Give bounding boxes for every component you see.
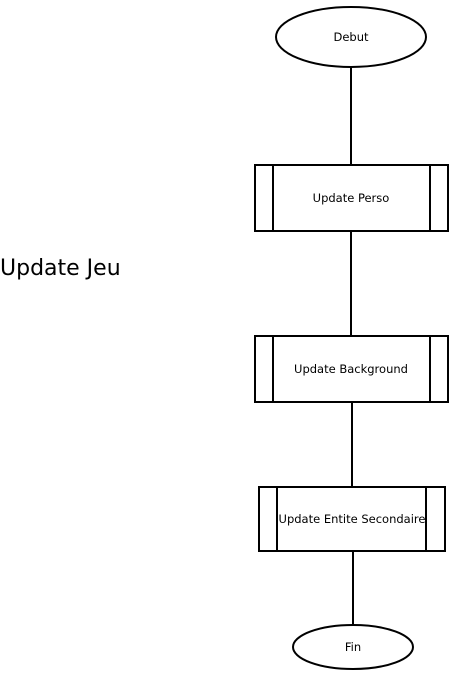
step-update-background-box <box>254 335 449 403</box>
diagram-title: Update Jeu <box>0 256 121 281</box>
start-label: Debut <box>333 30 369 44</box>
end-label: Fin <box>345 640 361 654</box>
end-terminator-shape <box>292 624 414 670</box>
step-update-entite-secondaire: Update Entite Secondaire <box>258 486 446 552</box>
step-update-background-label: Update Background <box>294 362 408 376</box>
start-node: Debut <box>275 6 427 68</box>
step-update-entite-secondaire-box <box>258 486 446 552</box>
step-update-background: Update Background <box>254 335 449 403</box>
step-update-entite-secondaire-label: Update Entite Secondaire <box>279 512 426 526</box>
step-update-perso-label: Update Perso <box>313 191 390 205</box>
start-terminator-shape <box>275 6 427 68</box>
step-update-perso-box <box>254 164 449 232</box>
step-update-perso: Update Perso <box>254 164 449 232</box>
end-node: Fin <box>292 624 414 670</box>
